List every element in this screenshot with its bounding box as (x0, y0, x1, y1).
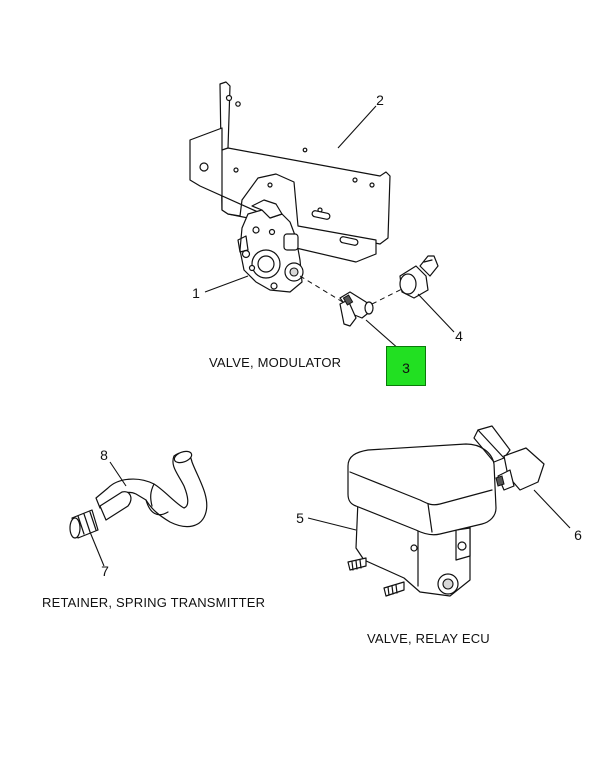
assembly-line (299, 275, 347, 305)
leader-line-7 (89, 531, 105, 567)
leader-line-2 (337, 105, 377, 149)
relay-ecu-valve (347, 443, 497, 597)
callout-1: 1 (192, 285, 200, 301)
caption-retainer: RETAINER, SPRING TRANSMITTER (42, 595, 266, 610)
leader-line-3 (365, 319, 401, 351)
callout-5: 5 (296, 510, 304, 526)
leader-line-8 (109, 461, 127, 487)
callout-6: 6 (574, 527, 582, 543)
callout-3-highlight[interactable]: 3 (386, 346, 426, 386)
retainer (69, 509, 99, 539)
leader-line-4 (417, 293, 455, 333)
leader-line-1 (204, 275, 249, 293)
caption-valve-relay-ecu: VALVE, RELAY ECU (367, 631, 490, 646)
connector (473, 425, 545, 491)
sensor (399, 255, 439, 299)
callout-2: 2 (376, 92, 384, 108)
callout-4: 4 (455, 328, 463, 344)
callout-8: 8 (100, 447, 108, 463)
leader-line-5 (307, 517, 357, 531)
callout-3: 3 (402, 360, 410, 376)
callout-7: 7 (101, 563, 109, 579)
leader-line-6 (533, 489, 571, 529)
spring-transmitter (95, 450, 208, 528)
caption-valve-modulator: VALVE, MODULATOR (209, 355, 342, 370)
modulator-valve (237, 199, 304, 293)
assembly-line (371, 287, 405, 305)
fitting (339, 291, 374, 327)
